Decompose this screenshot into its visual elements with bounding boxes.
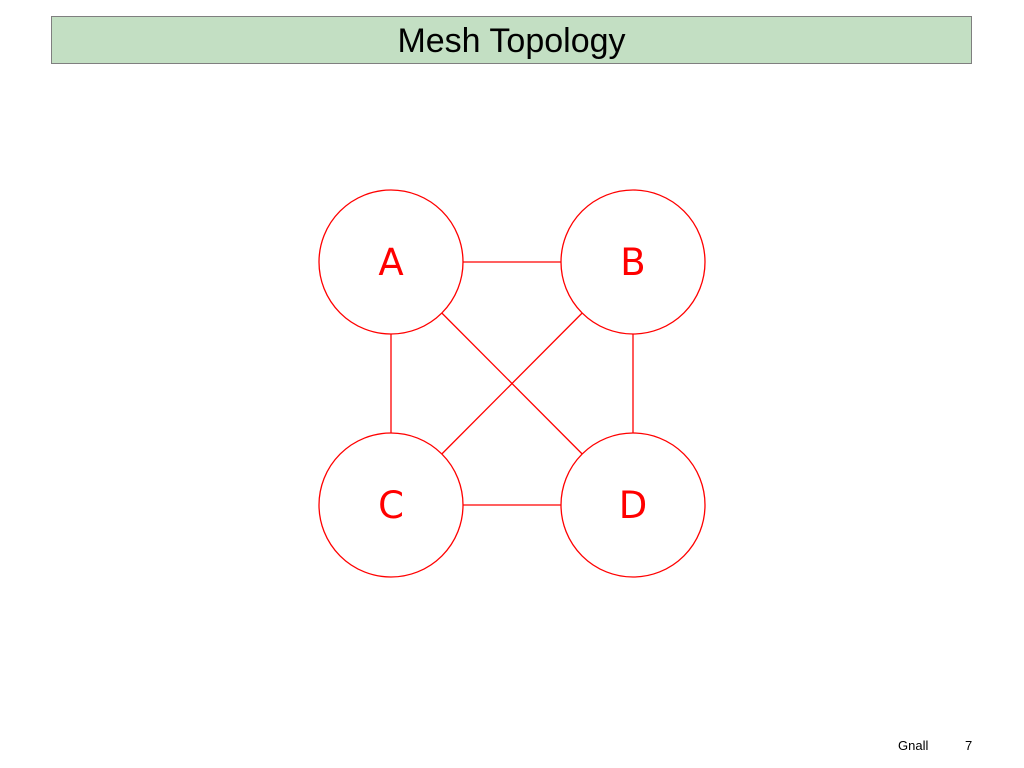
node-label: A (378, 241, 403, 284)
node-c: C (318, 432, 464, 578)
slide-title: Mesh Topology (397, 22, 626, 60)
node-b: B (560, 189, 706, 335)
node-label: B (620, 241, 645, 284)
node-label: C (378, 484, 404, 527)
link-b-c (441, 312, 583, 455)
page-number: 7 (965, 738, 973, 753)
node-circle (560, 432, 706, 578)
node-circle (318, 432, 464, 578)
node-label: D (619, 484, 648, 527)
footer-author: Gnall (898, 738, 929, 753)
title-bar: Mesh Topology (51, 16, 972, 64)
node-d: D (560, 432, 706, 578)
node-circle (560, 189, 706, 335)
nodes-layer: A B C D (318, 189, 706, 578)
node-circle (318, 189, 464, 335)
links-layer (390, 261, 634, 506)
node-a: A (318, 189, 464, 335)
